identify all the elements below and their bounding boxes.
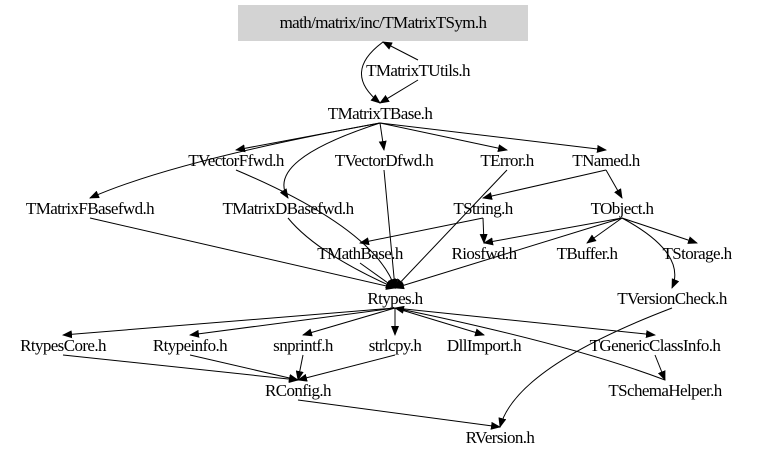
- dependency-edge: [605, 169, 623, 199]
- graph-node[interactable]: TVectorFfwd.h: [188, 151, 285, 170]
- graph-node[interactable]: TMatrixFBasefwd.h: [26, 199, 156, 218]
- graph-node[interactable]: TSchemaHelper.h: [608, 381, 723, 400]
- dependency-edge: [378, 122, 387, 151]
- graph-node[interactable]: RConfig.h: [265, 381, 333, 400]
- dependency-edge: [379, 122, 607, 153]
- dependency-edge: [383, 169, 399, 289]
- graph-node[interactable]: Rtypeinfo.h: [153, 336, 229, 355]
- dependency-edge: [482, 169, 607, 200]
- dependency-edge: [302, 307, 396, 337]
- graph-node[interactable]: RVersion.h: [466, 428, 536, 447]
- graph-node[interactable]: Riosfwd.h: [452, 244, 519, 263]
- dependency-edge: [189, 354, 299, 382]
- dependency-edge: [297, 399, 501, 430]
- graph-node[interactable]: strlcpy.h: [369, 336, 423, 355]
- dependency-edge: [295, 354, 304, 381]
- dependency-edge: [394, 307, 656, 339]
- root-node-box: [238, 5, 528, 41]
- graph-node[interactable]: TMatrixTUtils.h: [366, 61, 472, 80]
- dependency-edge: [498, 307, 673, 428]
- dependency-edge: [279, 122, 381, 199]
- graph-node[interactable]: TError.h: [480, 151, 535, 170]
- dependency-edge: [379, 122, 508, 153]
- graph-node[interactable]: TVectorDfwd.h: [335, 151, 435, 170]
- dependency-edge: [62, 307, 396, 339]
- graph-node[interactable]: TMathBase.h: [317, 244, 404, 263]
- graph-node[interactable]: snprintf.h: [273, 336, 334, 355]
- dependency-edge: [394, 169, 508, 289]
- dependency-edge: [89, 217, 396, 290]
- dependency-edge: [394, 305, 666, 381]
- dependency-edge: [235, 169, 396, 289]
- dependency-edge: [89, 122, 381, 199]
- dependency-edge: [361, 41, 384, 104]
- dependency-edge: [379, 79, 419, 104]
- graph-node[interactable]: TVersionCheck.h: [617, 289, 728, 308]
- graph-node[interactable]: TMatrixTBase.h: [328, 104, 434, 123]
- graph-node[interactable]: TMatrixDBasefwd.h: [223, 199, 356, 218]
- root-node-label[interactable]: math/matrix/inc/TMatrixTSym.h: [280, 13, 489, 32]
- dependency-edge: [586, 217, 623, 244]
- dependency-edge: [483, 217, 623, 246]
- graph-node[interactable]: TNamed.h: [572, 151, 641, 170]
- graph-node[interactable]: Rtypes.h: [367, 289, 424, 308]
- dependency-edge: [621, 217, 698, 244]
- graph-node[interactable]: TObject.h: [591, 199, 655, 218]
- graph-node[interactable]: TBuffer.h: [557, 244, 620, 263]
- dependency-edge: [394, 217, 623, 290]
- graph-node[interactable]: TString.h: [453, 199, 514, 218]
- graph-node[interactable]: TGenericClassInfo.h: [590, 336, 722, 355]
- dependency-edge: [359, 217, 484, 246]
- graph-node[interactable]: DllImport.h: [447, 336, 523, 355]
- dependency-edge: [654, 354, 666, 381]
- dependency-edge: [287, 217, 396, 289]
- graph-node[interactable]: TStorage.h: [662, 244, 733, 263]
- dependency-edge: [62, 354, 299, 384]
- dependency-edge: [394, 307, 485, 337]
- dependency-edge: [382, 41, 419, 61]
- dependency-edge: [359, 262, 396, 289]
- dependency-edge: [479, 217, 488, 244]
- dependency-edge: [189, 307, 396, 338]
- dependency-edge: [621, 217, 680, 289]
- graph-node[interactable]: RtypesCore.h: [20, 336, 108, 355]
- dependency-edge: [297, 354, 396, 382]
